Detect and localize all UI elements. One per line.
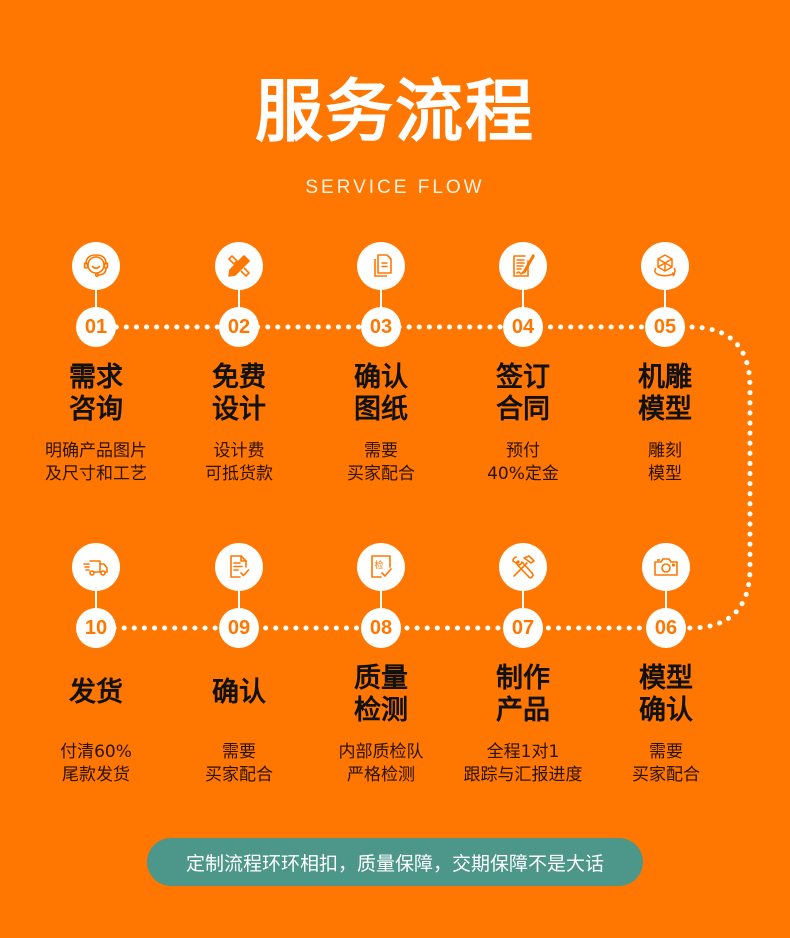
step-number-04: 04 (503, 307, 543, 347)
footer-slogan: 定制流程环环相扣，质量保障，交期保障不是大话 (185, 852, 604, 875)
step-desc-08: 内部质检队 严格检测 (338, 742, 424, 785)
camera-icon (642, 543, 690, 591)
connector-stem (238, 290, 240, 308)
connector-stem (380, 290, 382, 308)
step-title-05: 机雕 模型 (638, 362, 692, 425)
step-number-07: 07 (503, 608, 543, 648)
connector-stem (95, 591, 97, 609)
document-check-icon (215, 543, 263, 591)
step-title-04: 签订 合同 (496, 362, 550, 425)
step-number-02: 02 (219, 307, 259, 347)
page-title: 服务流程 (254, 73, 535, 152)
connector-stem (238, 591, 240, 609)
step-title-02: 免费 设计 (212, 362, 266, 425)
step-number-01: 01 (76, 307, 116, 347)
step-desc-03: 需要 买家配合 (347, 441, 415, 484)
step-title-10: 发货 (69, 677, 123, 708)
step-desc-01: 明确产品图片 及尺寸和工艺 (45, 441, 147, 484)
connector-stem (522, 290, 524, 308)
3d-model-cube-icon (641, 242, 689, 290)
connector-stem (522, 591, 524, 609)
step-desc-02: 设计费 可抵货款 (205, 441, 273, 484)
step-number-08: 08 (361, 608, 401, 648)
step-title-03: 确认 图纸 (354, 362, 408, 425)
step-number-05: 05 (645, 307, 685, 347)
delivery-truck-icon (72, 543, 120, 591)
step-title-01: 需求 咨询 (69, 362, 123, 425)
step-desc-05: 雕刻 模型 (648, 441, 682, 484)
pencil-ruler-design-icon (215, 242, 263, 290)
step-title-08: 质量 检测 (354, 663, 408, 726)
step-desc-09: 需要 买家配合 (205, 742, 273, 785)
footer-slogan-pill: 定制流程环环相扣，质量保障，交期保障不是大话 (147, 838, 643, 886)
connector-stem (664, 290, 666, 308)
step-desc-04: 预付 40%定金 (487, 441, 559, 484)
inspection-check-icon: 检 (357, 543, 405, 591)
documents-icon (357, 242, 405, 290)
connector-stem (665, 591, 667, 609)
step-number-06: 06 (646, 608, 686, 648)
step-desc-10: 付清60% 尾款发货 (60, 742, 132, 785)
connector-stem (380, 591, 382, 609)
step-title-07: 制作 产品 (496, 663, 550, 726)
step-number-09: 09 (219, 608, 259, 648)
hammer-wrench-tools-icon (499, 543, 547, 591)
headset-support-icon (72, 242, 120, 290)
step-number-10: 10 (76, 608, 116, 648)
step-title-09: 确认 (212, 677, 266, 708)
contract-sign-icon (499, 242, 547, 290)
step-title-06: 模型 确认 (639, 663, 693, 726)
page-subtitle: SERVICE FLOW (305, 177, 485, 198)
step-number-03: 03 (361, 307, 401, 347)
step-desc-07: 全程1对1 跟踪与汇报进度 (463, 742, 583, 785)
connector-stem (95, 290, 97, 308)
step-desc-06: 需要 买家配合 (632, 742, 700, 785)
svg-text:检: 检 (375, 559, 384, 571)
